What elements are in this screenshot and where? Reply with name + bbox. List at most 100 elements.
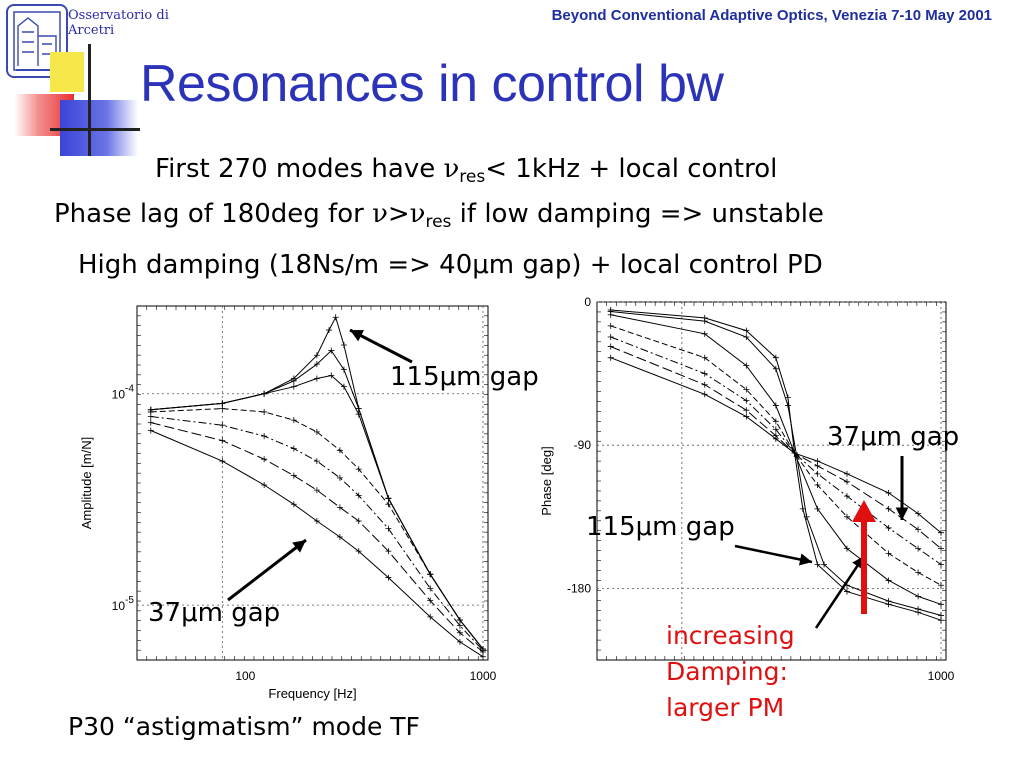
phase-series-point: [701, 354, 708, 361]
amp-series-point: [355, 405, 362, 412]
amp-series-point: [328, 372, 335, 379]
slide-title: Resonances in control bw: [140, 55, 724, 113]
amp-series-point: [385, 548, 392, 555]
amp-series-point: [313, 517, 320, 524]
phase-series-point: [607, 354, 614, 361]
phase-series-point: [937, 612, 944, 619]
arrow-amp-37um-head: [292, 540, 306, 553]
amp-y-tick-exponent: -4: [125, 384, 134, 395]
amp-series-point: [355, 492, 362, 499]
phase-series-point: [821, 561, 828, 568]
amp-series-point: [355, 517, 362, 524]
phase-series-point: [937, 545, 944, 552]
phase-series-point: [701, 381, 708, 388]
amp-x-tick-label: 100: [235, 669, 255, 683]
amp-series-point: [313, 352, 320, 359]
amp-x-axis-label: Frequency [Hz]: [268, 686, 356, 701]
decor-vertical-line: [88, 44, 91, 156]
phase-series-point: [743, 362, 750, 369]
arrow-phase-115um-head: [798, 553, 812, 566]
phase-series-point: [743, 334, 750, 341]
phase-series-point: [937, 601, 944, 608]
amp-series-point: [456, 629, 463, 636]
amp-series-point: [456, 638, 463, 645]
amp-series-point: [385, 525, 392, 532]
phase-series-point: [784, 402, 791, 409]
phase-series-point: [772, 426, 779, 433]
amp-series-point: [336, 504, 343, 511]
phase-series-point: [885, 489, 892, 496]
amp-x-tick-label: 1000: [470, 669, 497, 683]
amp-series-point: [456, 622, 463, 629]
phase-series-point: [701, 391, 708, 398]
amp-series-point: [326, 327, 333, 334]
phase-series-point: [885, 598, 892, 605]
amp-series-point: [332, 314, 339, 321]
amp-y-tick-label: 10: [112, 388, 126, 402]
phase-series-point: [791, 450, 798, 457]
annotation-increasing-damping: increasing Damping: larger PM: [666, 621, 795, 722]
phase-series-point: [843, 478, 850, 485]
arrow-phase-37um-head: [895, 507, 909, 520]
phase-series-point: [607, 343, 614, 350]
amp-series-point: [219, 437, 226, 444]
amp-series-point: [147, 413, 154, 420]
amp-series-point: [313, 428, 320, 435]
phase-series-point: [814, 481, 821, 488]
arrow-increasing-damping-head: [852, 500, 876, 522]
phase-series-point: [814, 505, 821, 512]
amp-series-point: [290, 417, 297, 424]
phase-series-point: [885, 550, 892, 557]
amp-series-point: [290, 501, 297, 508]
phase-series-point: [814, 470, 821, 477]
phase-series-line: [610, 314, 942, 605]
phase-series-point: [772, 418, 779, 425]
phase-series-point: [915, 526, 922, 533]
phase-series-point: [772, 354, 779, 361]
amp-y-tick-exponent: -5: [125, 595, 134, 606]
amp-series-point: [427, 597, 434, 604]
amp-series-point: [427, 613, 434, 620]
amp-series-point: [313, 487, 320, 494]
phase-plot-frame: [596, 301, 947, 661]
amp-series-point: [355, 466, 362, 473]
amp-series-point: [336, 474, 343, 481]
amp-series-point: [261, 433, 268, 440]
phase-series-point: [803, 513, 810, 520]
phase-series-point: [915, 510, 922, 517]
amp-series-point: [385, 495, 392, 502]
amp-series-point: [385, 574, 392, 581]
phase-series-point: [937, 561, 944, 568]
phase-series-point: [814, 458, 821, 465]
phase-series-point: [743, 386, 750, 393]
phase-series-point: [772, 435, 779, 442]
phase-series-line: [610, 325, 942, 586]
decor-yellow-square: [50, 52, 84, 92]
amp-series-point: [219, 400, 226, 407]
phase-series-point: [743, 407, 750, 414]
amp-series-point: [290, 377, 297, 384]
amp-series-point: [219, 458, 226, 465]
phase-series-point: [607, 322, 614, 329]
amp-series-point: [336, 534, 343, 540]
phase-series-point: [885, 505, 892, 512]
amp-y-tick-label: 10: [112, 599, 126, 613]
phase-series-point: [915, 569, 922, 576]
amp-series-line: [150, 416, 484, 651]
amp-series-point: [427, 571, 434, 578]
amp-series-point: [313, 361, 320, 368]
amp-series-line: [150, 422, 484, 653]
phase-series-point: [915, 593, 922, 600]
bullet-line-1: First 270 modes have νres< 1kHz + local …: [155, 154, 778, 187]
phase-series-point: [885, 577, 892, 584]
phase-series-point: [784, 394, 791, 401]
phase-series-point: [743, 397, 750, 404]
phase-series-point: [607, 311, 614, 318]
annotation-amp-115um: 115μm gap: [390, 362, 539, 392]
amp-series-point: [385, 501, 392, 508]
phase-series-point: [814, 561, 821, 568]
amp-series-point: [340, 366, 347, 373]
observatory-logo: [6, 4, 68, 78]
amp-series-point: [147, 419, 154, 426]
conference-header: Beyond Conventional Adaptive Optics, Ven…: [551, 7, 992, 24]
